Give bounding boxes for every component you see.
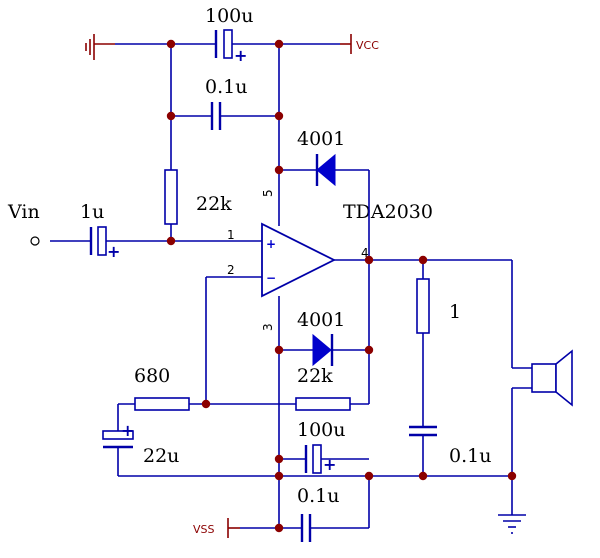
tda2030-amplifier (261, 222, 337, 298)
diode-4001-top (315, 153, 336, 187)
cap-100u-top-label: 100u (205, 5, 254, 27)
resistor-1-label: 1 (449, 301, 461, 323)
cap-01u-top-label: 0.1u (205, 76, 247, 98)
junction-dot (274, 39, 284, 49)
junction-dot (418, 471, 428, 481)
junction-dot (364, 471, 374, 481)
ic-label: TDA2030 (343, 201, 433, 223)
cap-plus-mark: + (121, 421, 134, 440)
junction-dot (507, 471, 517, 481)
junction-dot (274, 454, 284, 464)
pin2-label: 2 (227, 263, 235, 277)
capacitor-100u-top: + (214, 29, 247, 65)
ground-icon (498, 514, 526, 534)
junction-dot (274, 345, 284, 355)
vss-symbol (227, 518, 240, 538)
speaker-icon (531, 349, 573, 407)
diode-4001-bottom (312, 333, 334, 367)
junction-dot (166, 39, 176, 49)
diode-bottom-label: 4001 (297, 309, 345, 331)
cap-22u-label: 22u (143, 445, 179, 467)
cap-1u-label: 1u (80, 201, 104, 223)
cap-100u-bottom-label: 100u (297, 419, 346, 441)
junction-dot (166, 111, 176, 121)
top-ground-symbol (85, 34, 115, 60)
capacitor-0.1u-top (210, 102, 222, 130)
opamp-minus-label: − (266, 271, 276, 285)
resistor-22k-top-label: 22k (196, 193, 232, 215)
vin-terminal (30, 236, 40, 246)
junction-dot (364, 345, 374, 355)
resistor-680 (134, 397, 190, 411)
pin3-label: 3 (261, 323, 275, 331)
vcc-symbol (340, 34, 352, 54)
junction-dot (274, 523, 284, 533)
vcc-label: VCC (356, 39, 379, 52)
junction-dots (166, 39, 517, 533)
junction-dot (418, 255, 428, 265)
junction-dot (274, 471, 284, 481)
cap-plus-mark: + (323, 455, 336, 474)
junction-dot (364, 255, 374, 265)
pin1-label: 1 (227, 228, 235, 242)
vin-label: Vin (7, 201, 40, 223)
opamp-plus-label: + (266, 237, 276, 251)
cap-plus-mark: + (107, 242, 120, 261)
junction-dot (201, 399, 211, 409)
capacitor-1u-input: + (89, 226, 120, 261)
resistor-22k-feedback (295, 397, 351, 411)
capacitor-0.1u-bottom (300, 514, 312, 542)
junction-dot (274, 165, 284, 175)
resistor-22k-bias (164, 169, 178, 225)
junction-dot (274, 111, 284, 121)
capacitor-0.1u-zobel (409, 425, 437, 437)
diode-top-label: 4001 (297, 128, 345, 150)
junction-dot (166, 236, 176, 246)
resistor-1-ohm (416, 278, 430, 334)
resistor-680-label: 680 (134, 365, 170, 387)
pin5-label: 5 (261, 189, 275, 197)
pin4-label: 4 (361, 246, 369, 260)
cap-plus-mark: + (234, 46, 247, 65)
cap-01u-right-label: 0.1u (449, 445, 491, 467)
resistor-22k-bottom-label: 22k (297, 365, 333, 387)
vss-label: VSS (193, 523, 215, 536)
cap-01u-bottom-label: 0.1u (297, 485, 339, 507)
